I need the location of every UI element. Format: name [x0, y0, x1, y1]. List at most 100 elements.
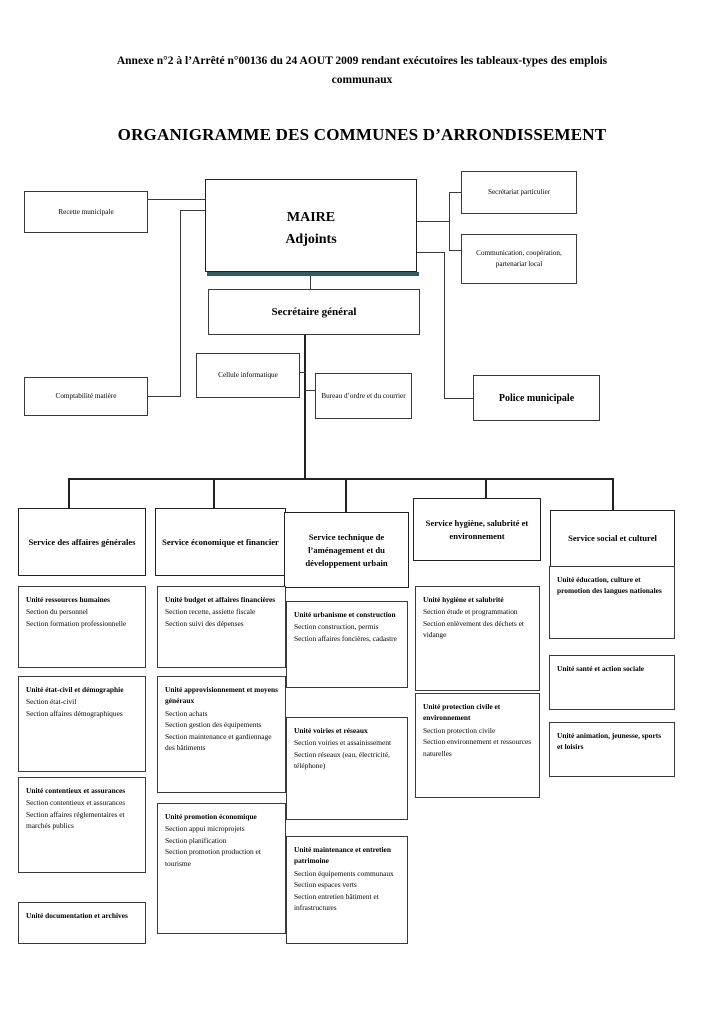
unit-section: Section formation professionnelle: [26, 618, 127, 628]
unit-section: Section état-civil: [26, 697, 77, 707]
unit-contentieux-assurances[interactable]: Unité contentieux et assurances Section …: [18, 777, 146, 873]
box-comptabilite-matiere-label: Comptabilité matière: [55, 392, 117, 400]
connector-sg-trunk: [304, 335, 306, 479]
box-service-hygiene[interactable]: Service hygiène, salubrité et environnem…: [413, 498, 541, 561]
box-bureau-ordre-label: Bureau d’ordre et du courrier: [321, 391, 406, 400]
connector-comptabilite-top: [180, 210, 205, 211]
unit-hygiene-salubrite[interactable]: Unité hygiène et salubrité Section étude…: [415, 586, 540, 691]
connector-sg-bureau: [305, 390, 316, 391]
connector-comptabilite-box: [148, 396, 181, 397]
unit-title: Unité santé et action sociale: [557, 664, 645, 673]
box-service-social-culturel[interactable]: Service social et culturel: [550, 510, 675, 567]
unit-section: Section gestion des équipements: [165, 720, 262, 730]
box-communication-label: Communication, coopération, partenariat …: [476, 249, 562, 268]
unit-title: Unité animation, jeunesse, sports et loi…: [557, 731, 662, 752]
box-secretaire-general-label: Secrétaire général: [271, 305, 357, 318]
box-cellule-informatique-label: Cellule informatique: [218, 371, 278, 379]
unit-maintenance-entretien-patrimoine[interactable]: Unité maintenance et entretien patrimoin…: [286, 836, 408, 944]
unit-section: Section protection civile: [423, 725, 496, 735]
unit-section: Section recette, assiette fiscale: [165, 607, 256, 617]
box-recette-municipale-label: Recette municipale: [58, 207, 114, 216]
unit-section: Section suivi des dépenses: [165, 618, 244, 628]
unit-section: Section enlèvement des déchets et vidang…: [423, 618, 524, 640]
unit-section: Section affaires foncières, cadastre: [294, 633, 397, 643]
unit-section: Section environnement et ressources natu…: [423, 737, 532, 758]
service-label-2: Service économique et financier: [162, 536, 279, 547]
unit-protection-civile-environnement[interactable]: Unité protection civile et environnement…: [415, 693, 540, 798]
document-subtitle: Annexe n°2 à l’Arrêté n°00136 du 24 AOUT…: [116, 55, 608, 86]
connector-bus-service-3: [345, 478, 347, 512]
service-label-3: Service technique de l’aménagement et du…: [305, 531, 388, 568]
unit-etat-civil-demographie[interactable]: Unité état-civil et démographie Section …: [18, 676, 146, 772]
unit-sante-action-sociale[interactable]: Unité santé et action sociale: [549, 655, 675, 710]
connector-maire-sg: [310, 272, 311, 289]
unit-section: Section construction, permis: [294, 622, 379, 632]
unit-section: Section promotion production et tourisme: [165, 847, 261, 868]
connector-police-box: [444, 398, 473, 399]
box-service-economique-financier[interactable]: Service économique et financier: [155, 508, 286, 576]
unit-title: Unité voiries et réseaux: [294, 726, 368, 735]
box-maire-label: MAIRE: [286, 210, 336, 225]
unit-approvisionnement-moyens-generaux[interactable]: Unité approvisionnement et moyens généra…: [157, 676, 286, 793]
box-secretaire-general[interactable]: Secrétaire général: [208, 289, 420, 335]
service-label-5: Service social et culturel: [568, 533, 657, 543]
unit-title: Unité éducation, culture et promotion de…: [557, 575, 662, 596]
box-maire[interactable]: MAIRE Adjoints: [205, 179, 417, 272]
unit-documentation-archives[interactable]: Unité documentation et archives: [18, 902, 146, 944]
unit-title: Unité hygiène et salubrité: [423, 595, 504, 604]
box-communication[interactable]: Communication, coopération, partenariat …: [461, 234, 577, 284]
box-adjoints-label: Adjoints: [285, 232, 337, 247]
unit-section: Section appui microprojets: [165, 824, 245, 834]
connector-bus-service-4: [485, 478, 487, 498]
box-police-municipale[interactable]: Police municipale: [473, 375, 600, 421]
unit-title: Unité contentieux et assurances: [26, 786, 126, 795]
box-bureau-ordre[interactable]: Bureau d’ordre et du courrier: [315, 373, 412, 419]
connector-comptabilite-vertical: [180, 210, 181, 396]
service-bus-horizontal: [68, 478, 613, 480]
unit-section: Section espaces verts: [294, 880, 357, 890]
unit-section: Section entretien bâtiment et infrastruc…: [294, 891, 379, 913]
box-recette-municipale[interactable]: Recette municipale: [24, 191, 148, 233]
connector-communication: [449, 250, 462, 251]
unit-ressources-humaines[interactable]: Unité ressources humaines Section du per…: [18, 586, 146, 668]
unit-urbanisme-construction[interactable]: Unité urbanisme et construction Section …: [286, 601, 408, 688]
unit-section: Section du personnel: [26, 607, 88, 617]
unit-section: Section planification: [165, 835, 227, 845]
unit-budget-affaires-financieres[interactable]: Unité budget et affaires financières Sec…: [157, 586, 286, 668]
connector-right-bracket-vertical: [449, 192, 450, 250]
unit-title: Unité documentation et archives: [26, 911, 128, 920]
service-label-1: Service des affaires générales: [28, 536, 136, 547]
unit-title: Unité urbanisme et construction: [294, 610, 396, 619]
service-label-4: Service hygiène, salubrité et environnem…: [425, 517, 529, 541]
box-service-affaires-generales[interactable]: Service des affaires générales: [18, 508, 146, 576]
unit-section: Section contentieux et assurances: [26, 798, 126, 808]
unit-voiries-reseaux[interactable]: Unité voiries et réseaux Section voiries…: [286, 717, 408, 820]
unit-section: Section affaires réglementaires et march…: [26, 809, 125, 831]
unit-education-culture-langues[interactable]: Unité éducation, culture et promotion de…: [549, 566, 675, 639]
unit-title: Unité ressources humaines: [26, 595, 110, 604]
box-comptabilite-matiere[interactable]: Comptabilité matière: [24, 377, 148, 416]
unit-section: Section affaires démographiques: [26, 708, 123, 718]
connector-secretariat: [449, 192, 462, 193]
unit-animation-jeunesse-sports-loisirs[interactable]: Unité animation, jeunesse, sports et loi…: [549, 722, 675, 777]
unit-promotion-economique[interactable]: Unité promotion économique Section appui…: [157, 803, 286, 934]
box-cellule-informatique[interactable]: Cellule informatique: [196, 353, 300, 398]
connector-bus-service-5: [612, 478, 614, 510]
box-service-technique[interactable]: Service technique de l’aménagement et du…: [284, 512, 409, 588]
page-title: ORGANIGRAMME DES COMMUNES D’ARRONDISSEME…: [117, 125, 607, 144]
unit-section: Section étude et programmation: [423, 607, 518, 617]
unit-section: Section achats: [165, 708, 208, 718]
unit-section: Section voiries et assainissement: [294, 738, 392, 748]
unit-section: Section réseaux (eau, électricité, télép…: [294, 749, 390, 771]
unit-section: Section équipements communaux: [294, 868, 394, 878]
unit-title: Unité approvisionnement et moyens généra…: [165, 685, 278, 706]
unit-title: Unité état-civil et démographie: [26, 685, 124, 694]
connector-recette-maire: [148, 199, 205, 200]
unit-title: Unité budget et affaires financières: [165, 595, 276, 604]
unit-title: Unité maintenance et entretien patrimoin…: [294, 845, 391, 866]
connector-bus-service-1: [68, 478, 70, 508]
connector-maire-police-top: [417, 252, 445, 253]
connector-police-vertical: [444, 252, 445, 398]
box-secretariat-particulier[interactable]: Secrétariat particulier: [461, 171, 577, 214]
